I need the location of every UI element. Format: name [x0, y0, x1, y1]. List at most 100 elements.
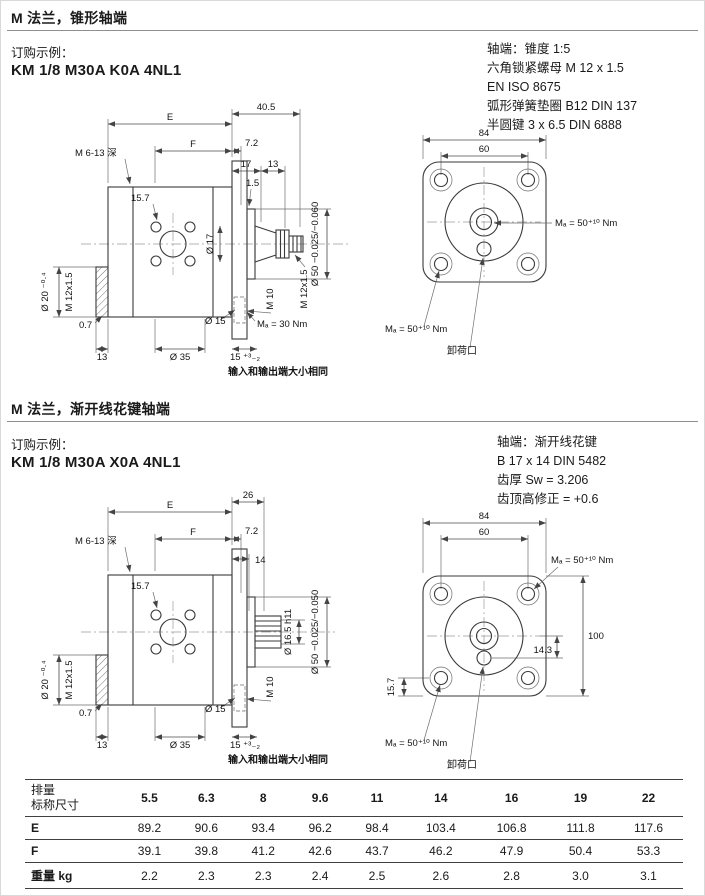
- order-example-label-1: 订购示例：: [11, 46, 74, 60]
- dim-1-5: 1.5: [246, 178, 259, 189]
- table-row-weight: 重量 kg 2.2 2.3 2.3 2.4 2.5 2.6 2.8 3.0 3.…: [25, 863, 683, 889]
- table-row-f: F 39.1 39.8 41.2 42.6 43.7 46.2 47.9 50.…: [25, 840, 683, 863]
- dimension-lines: [56, 499, 330, 740]
- dim-17: 17: [241, 159, 252, 170]
- size-header: 22: [641, 791, 656, 805]
- size-header: 6.3: [197, 791, 215, 805]
- table-cell: 50.4: [568, 844, 593, 858]
- dimensions-table: 排量 标称尺寸 5.5 6.3 8 9.6 11 14 16 19 22 E 8…: [25, 779, 683, 889]
- table-cell: 3.0: [572, 868, 589, 883]
- shaft-spec-block-1: 轴端：锥度 1:5 六角锁紧螺母 M 12 x 1.5 EN ISO 8675 …: [487, 40, 637, 135]
- header-row-label-1: 排量: [31, 783, 56, 797]
- ports-note-2: 输入和输出端大小相同: [228, 753, 328, 766]
- dim-15-7: 15.7: [131, 193, 150, 204]
- header-row-label-2: 标称尺寸: [31, 798, 80, 812]
- leader-lines: [94, 546, 272, 712]
- dim-40-5: 40.5: [257, 102, 276, 113]
- spec-line: 齿厚 Sw = 3.206: [497, 473, 589, 487]
- table-row-e: E 89.2 90.6 93.4 96.2 98.4 103.4 106.8 1…: [25, 817, 683, 840]
- table-cell: 89.2: [137, 821, 162, 835]
- drain-hole-hidden-line: [233, 296, 246, 324]
- dim-pilot-dia: Ø 50 −0.025/−0.050: [310, 590, 321, 675]
- spec-line: 轴端：锥度 1:5: [487, 42, 571, 56]
- relief-port-label: 卸荷口: [447, 344, 477, 357]
- relief-port-label: 卸荷口: [447, 758, 477, 771]
- dim-port-thread: M 12x1.5: [64, 660, 75, 699]
- table-cell: 53.3: [636, 844, 661, 858]
- dim-13-port: 13: [97, 352, 108, 363]
- table-cell: 96.2: [308, 821, 332, 835]
- table-cell: 2.3: [197, 868, 215, 883]
- dim-f: F: [190, 527, 196, 538]
- dim-dia-35: Ø 35: [170, 740, 191, 751]
- dim-shaft-thread: M 12x1.5: [299, 269, 310, 308]
- torque-label-center: Mₐ = 50⁺¹⁰ Nm: [555, 218, 617, 229]
- table-cell: 106.8: [496, 821, 527, 835]
- dim-m10: M 10: [265, 288, 276, 309]
- table-cell: 2.8: [503, 868, 520, 883]
- rear-cover-bolt-face: [150, 221, 196, 267]
- size-header: 19: [573, 791, 588, 805]
- spec-line: 半圆键 3 x 6.5 DIN 6888: [487, 118, 622, 132]
- dim-26: 26: [243, 490, 254, 501]
- dim-60: 60: [479, 144, 490, 155]
- flange-face: [422, 161, 547, 283]
- dim-14-3: 14.3: [534, 645, 553, 656]
- torque-label-top: Mₐ = 50⁺¹⁰ Nm: [551, 555, 613, 566]
- table-cell: 2.4: [311, 868, 329, 883]
- row-label: 重量 kg: [31, 869, 73, 883]
- size-header: 9.6: [311, 791, 329, 805]
- dim-100: 100: [588, 631, 604, 642]
- dim-dia-17: Ø 17: [205, 234, 216, 255]
- ports-note-1: 输入和输出端大小相同: [228, 365, 328, 378]
- dim-84: 84: [479, 511, 490, 522]
- table-cell: 2.5: [368, 868, 386, 883]
- table-cell: 46.2: [429, 844, 453, 858]
- dim-14: 14: [255, 555, 266, 566]
- leader-relief-port: [469, 257, 485, 349]
- section-title-2: M 法兰，渐开线花键轴端: [11, 401, 171, 417]
- table-cell: 98.4: [365, 821, 389, 835]
- dim-7-2: 7.2: [245, 526, 258, 537]
- shaft-spec-block-2: 轴端：渐开线花键 B 17 x 14 DIN 5482 齿厚 Sw = 3.20…: [497, 433, 606, 509]
- table-cell: 103.4: [425, 821, 456, 835]
- order-example-label-2: 订购示例：: [11, 438, 74, 452]
- dim-13-taper: 13: [268, 159, 279, 170]
- drain-hole-hidden-line: [233, 684, 246, 712]
- leader-bolt-torque-bottom: [423, 684, 441, 741]
- table-cell: 43.7: [365, 844, 389, 858]
- dim-15-7: 15.7: [131, 581, 150, 592]
- table-cell: 3.1: [640, 868, 657, 883]
- table-cell: 41.2: [251, 844, 275, 858]
- size-header: 16: [504, 791, 519, 805]
- dim-84: 84: [479, 128, 490, 139]
- spec-line: 弧形弹簧垫圈 B12 DIN 137: [487, 99, 638, 113]
- side-view-drawing-2: E 26 F 7.2 14 M 6-13 深 Ø 20 ⁻⁰·⁴ M 12x1.…: [40, 490, 335, 766]
- table-cell: 117.6: [633, 821, 664, 835]
- table-cell: 39.1: [137, 844, 162, 858]
- leader-bolt-torque-top: [533, 566, 559, 590]
- pump-body-outline: [95, 160, 304, 340]
- row-label: F: [31, 844, 39, 858]
- dim-spline-dia: Ø 16.5 h11: [283, 609, 294, 655]
- dim-pilot-dia: Ø 50 −0.025/−0.060: [310, 202, 321, 287]
- pump-body-outline: [95, 548, 282, 728]
- table-cell: 111.8: [566, 821, 595, 835]
- divider: [7, 421, 698, 422]
- leader-bolt-torque: [423, 270, 440, 327]
- table-cell: 2.6: [432, 868, 450, 883]
- dim-m10: M 10: [265, 676, 276, 697]
- order-code-1: KM 1/8 M30A K0A 4NL1: [11, 62, 182, 79]
- table-cell: 42.6: [308, 844, 332, 858]
- dimension-lines: [56, 111, 330, 352]
- dim-extension-lines: [53, 109, 331, 353]
- row-label: E: [31, 821, 40, 835]
- table-cell: 2.2: [141, 868, 158, 883]
- size-header: 8: [259, 791, 267, 805]
- table-cell: 93.4: [251, 821, 275, 835]
- dim-0-7: 0.7: [79, 708, 92, 719]
- dim-15-tol: 15 ⁺³₋₂: [230, 352, 260, 363]
- dim-m6-depth: M 6-13 深: [75, 536, 117, 547]
- divider: [7, 30, 698, 31]
